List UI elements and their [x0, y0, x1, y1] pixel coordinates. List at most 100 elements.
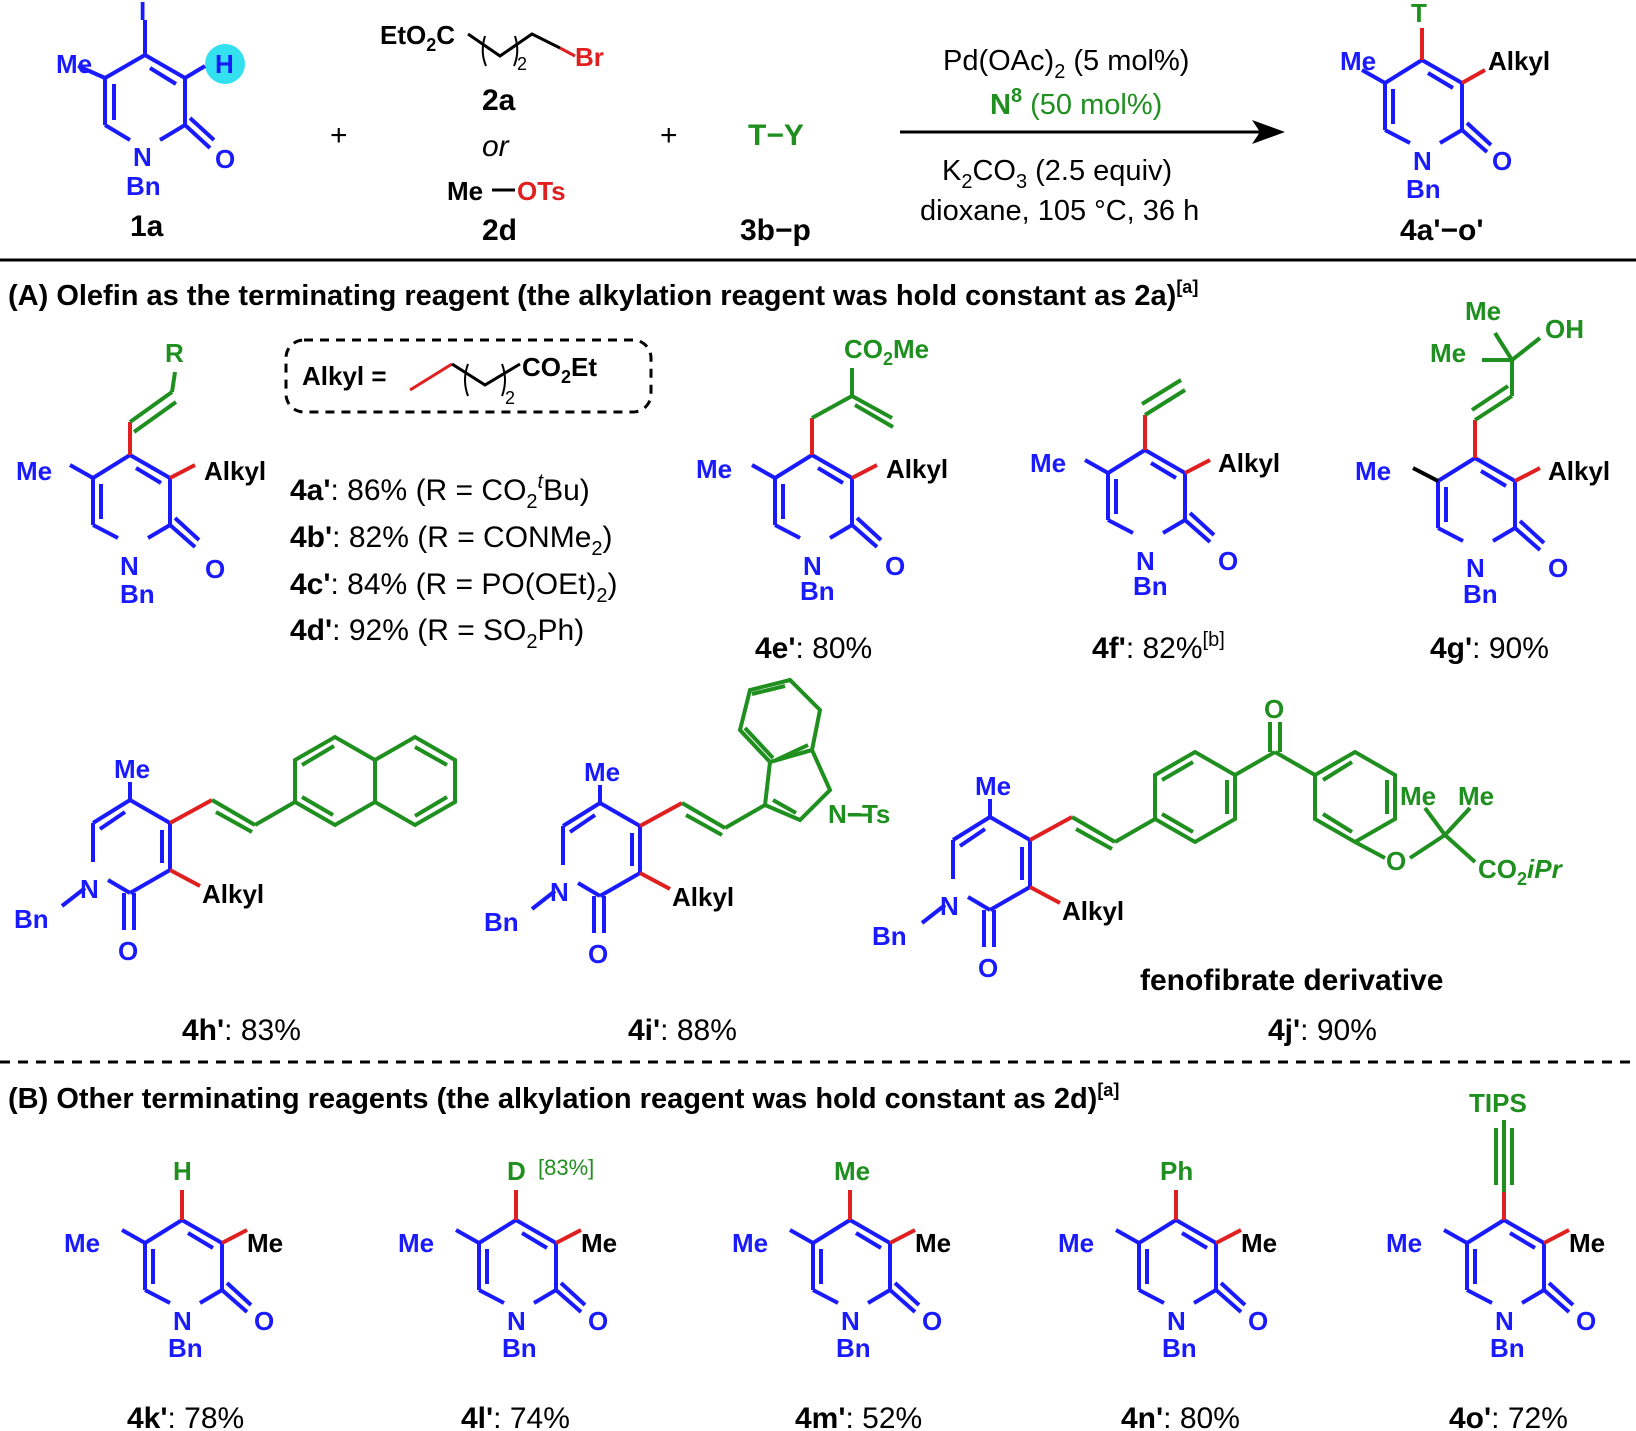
svg-text:O: O — [1548, 553, 1568, 583]
svg-text:Me: Me — [1400, 781, 1436, 811]
svg-text:Alkyl: Alkyl — [202, 879, 264, 909]
svg-text:O: O — [1492, 146, 1512, 176]
ring-bn: Bn — [168, 1333, 203, 1363]
svg-text:N−Ts: N−Ts — [828, 799, 890, 829]
svg-text:Bn: Bn — [1406, 174, 1441, 204]
deuteration-note: [83%] — [538, 1155, 594, 1180]
svg-text:O: O — [1386, 846, 1406, 876]
product-4g: Me Me OH Me Alkyl N O Bn 4g': 90% — [1355, 296, 1610, 665]
n-benzyl: Bn — [126, 171, 161, 201]
reaction-conditions: Pd(OAc)2 (5 mol%) N8 (50 mol%) K2CO3 (2.… — [900, 45, 1285, 227]
svg-text:4e': 80%: 4e': 80% — [755, 632, 872, 665]
svg-text:Bn: Bn — [14, 904, 49, 934]
ring-me-right: Me — [1241, 1228, 1277, 1258]
product-general: T Me Alkyl N O Bn 4a'−o' — [1340, 0, 1550, 247]
ring-me-right: Me — [915, 1228, 951, 1258]
svg-text:CO2Me: CO2Me — [844, 334, 929, 369]
svg-text:O: O — [1264, 694, 1284, 724]
entry-4d: 4d': 92% (R = SO2Ph) — [290, 614, 584, 653]
ligand: N8 (50 mol%) — [990, 85, 1162, 121]
plus-2: + — [660, 119, 678, 152]
svg-text:Me: Me — [1458, 781, 1494, 811]
svg-text:N: N — [80, 874, 99, 904]
svg-text:T: T — [1411, 0, 1427, 28]
yield-label: 4n': 80% — [1121, 1402, 1240, 1431]
svg-text:N: N — [940, 891, 959, 921]
svg-text:Me: Me — [1355, 456, 1391, 486]
base: K2CO3 (2.5 equiv) — [942, 155, 1172, 193]
ring-me-left: Me — [398, 1228, 434, 1258]
svg-text:Alkyl: Alkyl — [1488, 46, 1550, 76]
ring-n: N — [173, 1306, 192, 1336]
svg-text:N: N — [803, 551, 822, 581]
svg-text:Me: Me — [447, 176, 483, 206]
svg-text:T−Y: T−Y — [748, 119, 804, 152]
svg-text:Bn: Bn — [1463, 579, 1498, 609]
reagent-3: T−Y 3b−p — [740, 119, 811, 247]
svg-text:2: 2 — [505, 388, 515, 408]
svg-text:4i': 88%: 4i': 88% — [628, 1014, 737, 1047]
label-2a: 2a — [482, 84, 516, 117]
svg-text:Me: Me — [114, 754, 150, 784]
svg-text:4h': 83%: 4h': 83% — [182, 1014, 301, 1047]
svg-text:Me: Me — [584, 757, 620, 787]
svg-text:N: N — [1413, 146, 1432, 176]
svg-text:OH: OH — [1545, 314, 1584, 344]
top-substituent: TIPS — [1469, 1088, 1527, 1118]
ring-n: N — [841, 1306, 860, 1336]
ring-bn: Bn — [836, 1333, 871, 1363]
entry-4c: 4c': 84% (R = PO(OEt)2) — [290, 568, 618, 607]
ring-o: O — [1248, 1306, 1268, 1336]
svg-text:Me: Me — [1340, 46, 1376, 76]
yield-label: 4k': 78% — [127, 1402, 244, 1431]
svg-text:Alkyl: Alkyl — [886, 454, 948, 484]
solvent: dioxane, 105 °C, 36 h — [920, 195, 1199, 227]
ring-o: O — [254, 1306, 274, 1336]
entries-4a-4d: 4a': 86% (R = CO2tBu) 4b': 82% (R = CONM… — [290, 471, 618, 653]
svg-text:R: R — [165, 338, 184, 368]
ring-me-right: Me — [1569, 1228, 1605, 1258]
svg-text:Bn: Bn — [484, 907, 519, 937]
ring-bn: Bn — [1162, 1333, 1197, 1363]
yield-label: 4l': 74% — [461, 1402, 570, 1431]
svg-text:O: O — [885, 551, 905, 581]
product-4h: Me N Bn O Alkyl 4h': 83% — [14, 734, 457, 1047]
ring-bn: Bn — [502, 1333, 537, 1363]
reactant-1a: Me I H N O Bn 1a — [56, 0, 245, 243]
svg-text:Alkyl =: Alkyl = — [302, 361, 387, 391]
svg-text:Alkyl: Alkyl — [204, 456, 266, 486]
entry-4b: 4b': 82% (R = CONMe2) — [290, 521, 613, 560]
ring-o: O — [215, 144, 235, 174]
plus-1: + — [330, 119, 348, 152]
ring-n: N — [1495, 1306, 1514, 1336]
ring-o: O — [1576, 1306, 1596, 1336]
top-substituent: Ph — [1160, 1156, 1193, 1186]
product-4i: N−Ts Me N Bn O Alkyl 4i': 88% — [484, 677, 890, 1047]
ring-o: O — [588, 1306, 608, 1336]
product-4e: CO2Me Me Alkyl N O Bn 4e': 80% — [696, 334, 948, 665]
svg-text:Me: Me — [1030, 448, 1066, 478]
h-label: H — [215, 49, 234, 79]
tosylate-label: OTs — [517, 176, 566, 206]
catalyst: Pd(OAc)2 (5 mol%) — [943, 45, 1189, 83]
svg-text:Alkyl: Alkyl — [672, 882, 734, 912]
svg-text:Me: Me — [975, 771, 1011, 801]
iodo-label: I — [139, 0, 146, 26]
ring-me-left: Me — [1386, 1228, 1422, 1258]
ring-me-left: Me — [64, 1228, 100, 1258]
label-product: 4a'−o' — [1400, 214, 1483, 247]
ring-me-left: Me — [732, 1228, 768, 1258]
ring-me-left: Me — [1058, 1228, 1094, 1258]
reagent-2a: EtO2C 2 Br 2a or Me OTs 2d — [380, 20, 604, 247]
svg-text:Bn: Bn — [120, 579, 155, 609]
svg-text:Me: Me — [1430, 338, 1466, 368]
svg-text:O: O — [978, 953, 998, 983]
svg-text:4j': 90%: 4j': 90% — [1268, 1014, 1377, 1047]
svg-text:Me: Me — [1465, 296, 1501, 326]
